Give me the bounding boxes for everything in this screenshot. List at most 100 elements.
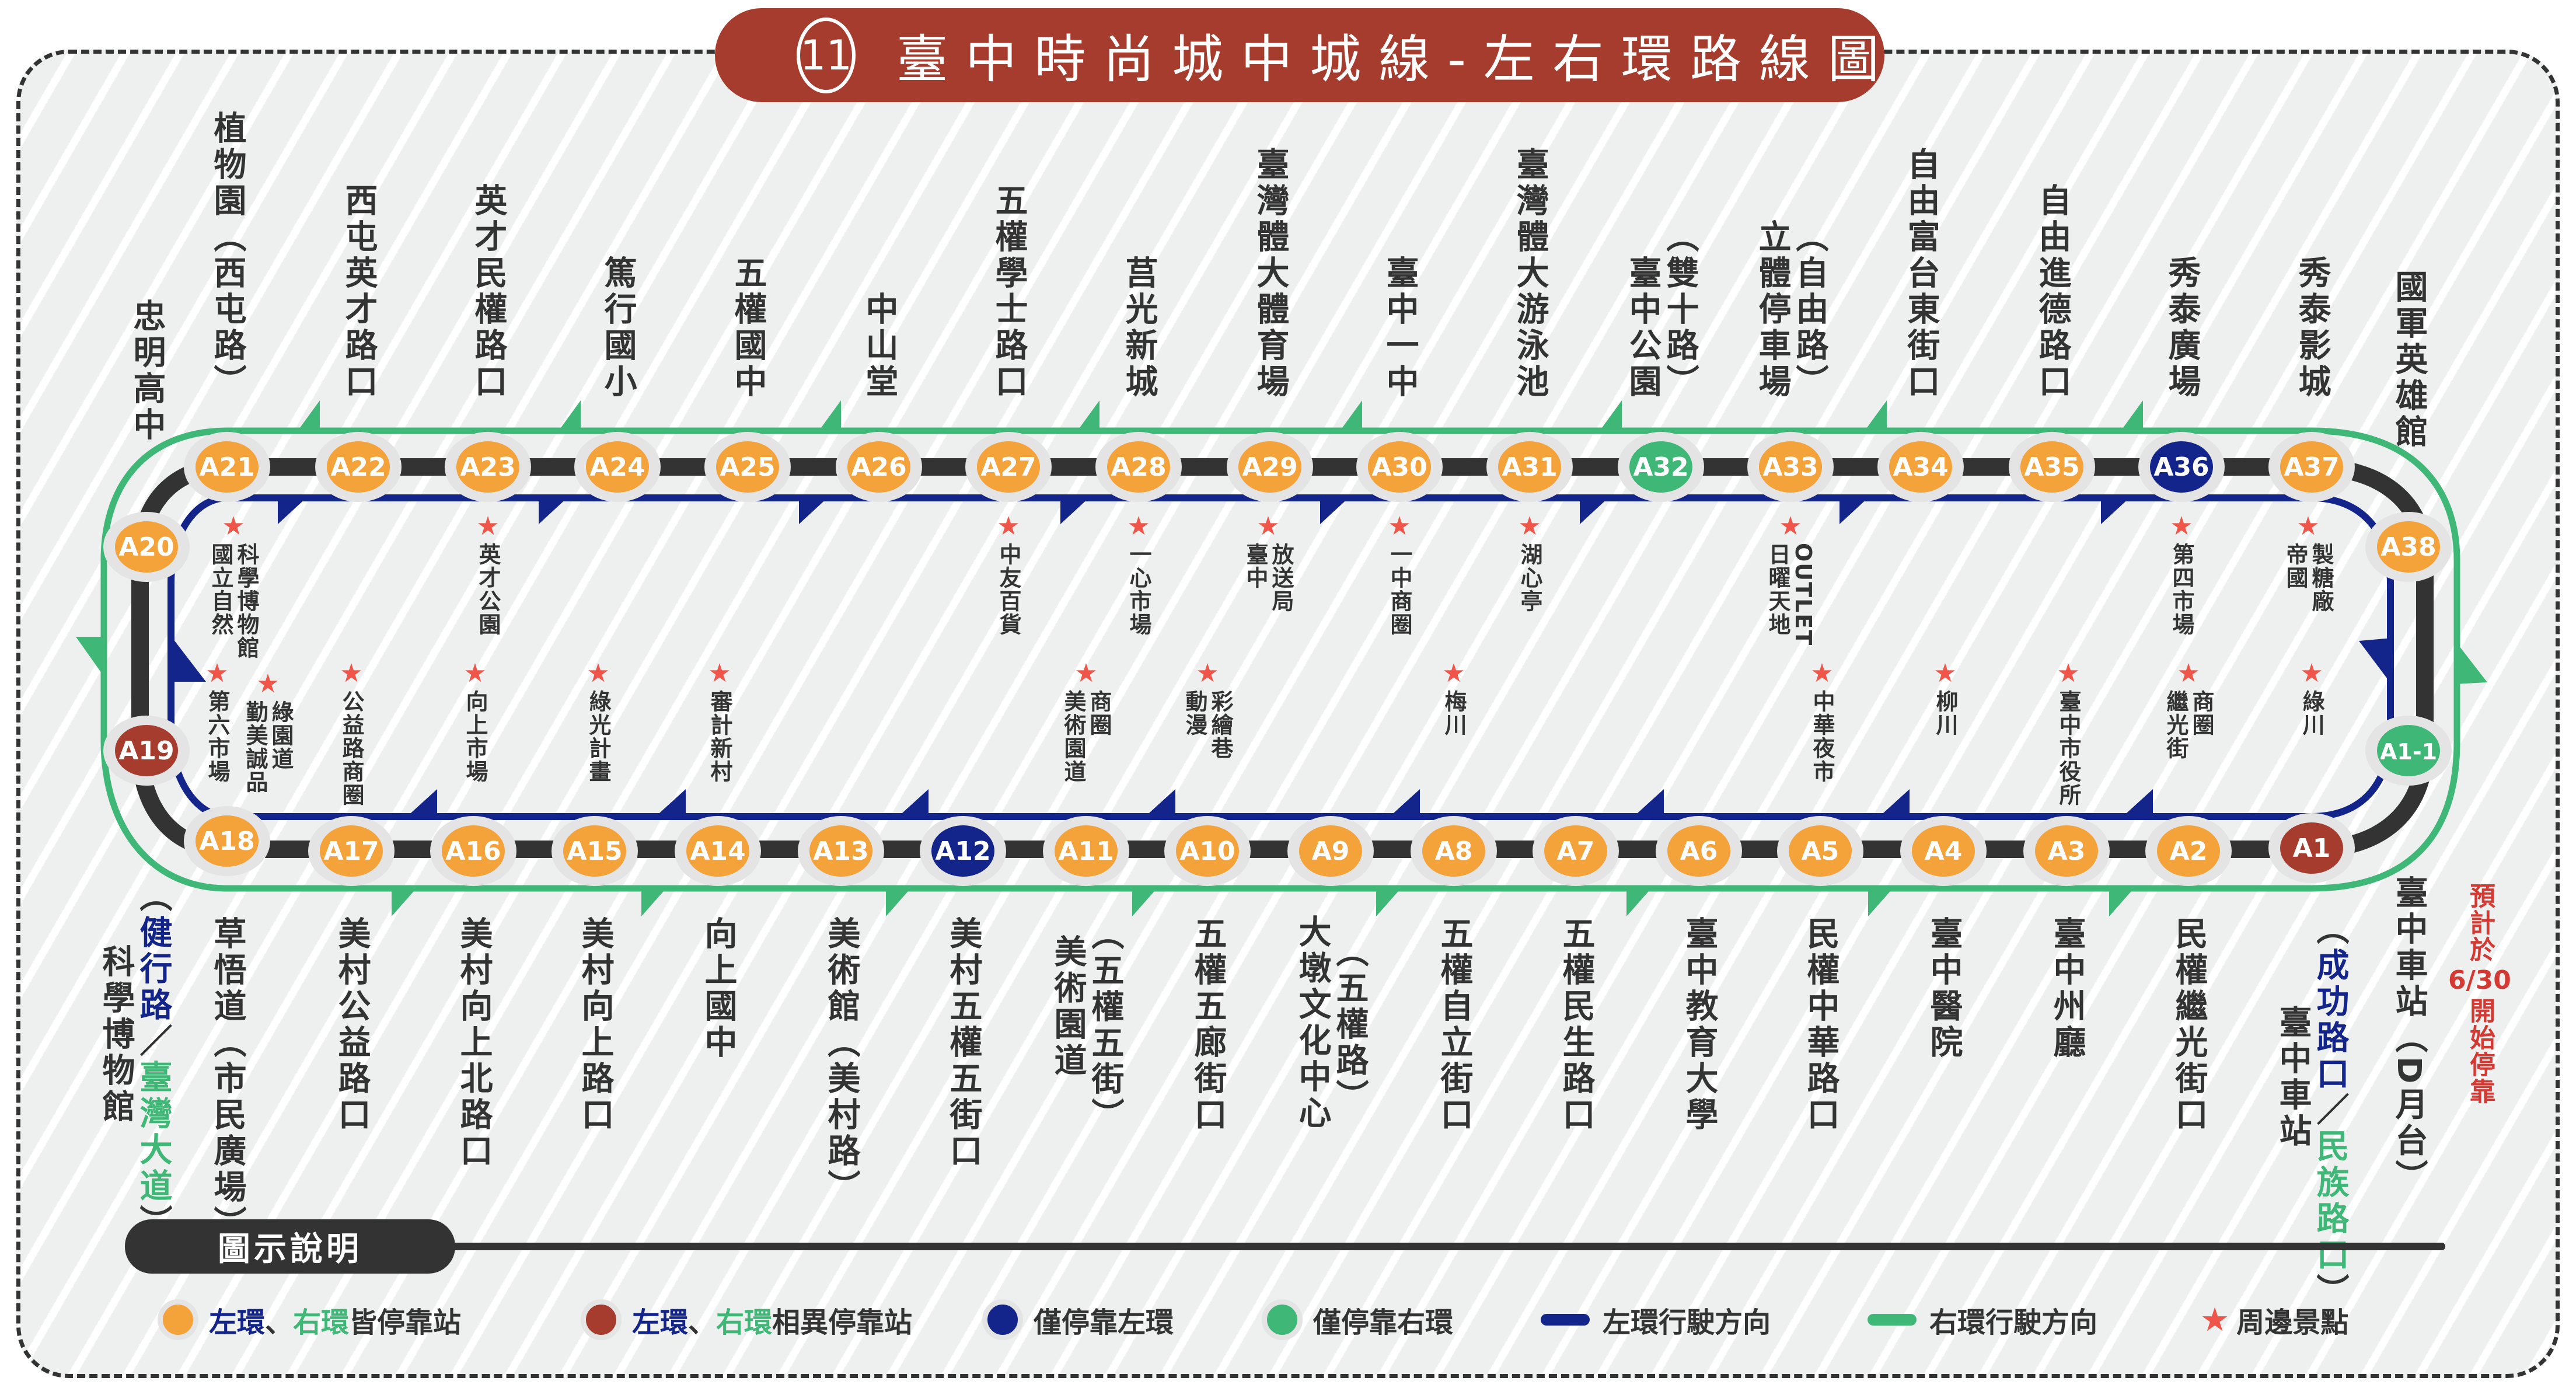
station-marker-both [686, 825, 749, 877]
legend-item-diff: 左環、右環相異停靠站 [581, 1299, 912, 1340]
station-code: A7 [1557, 836, 1595, 866]
station-marker-both [196, 815, 259, 867]
station-A23[interactable]: A23 [445, 432, 531, 502]
station-A18[interactable]: A18 [184, 806, 270, 876]
station-marker-both [1055, 825, 1118, 877]
station-A20[interactable]: A20 [103, 512, 190, 582]
station-A3[interactable]: A3 [2023, 816, 2110, 886]
station-name-text: 英才民權路口 [469, 183, 507, 400]
station-A37[interactable]: A37 [2268, 432, 2355, 502]
route-number-badge: 11 [797, 17, 856, 93]
landmark-name: 第六市場 [204, 690, 230, 783]
station-code: A12 [935, 836, 990, 866]
station-A31[interactable]: A31 [1486, 432, 1573, 502]
station-A7[interactable]: A7 [1533, 816, 1619, 886]
station-A1[interactable]: A1 [2268, 813, 2355, 883]
station-label-A32: 臺中公園（雙十路） [1624, 219, 1699, 400]
station-name-column: 臺中一中 [1381, 256, 1419, 400]
landmark-name-column: 英才公園 [474, 543, 501, 636]
station-A26[interactable]: A26 [836, 432, 922, 502]
landmark-name-column: 商圈 [1086, 690, 1112, 737]
right-loop-direction-arrow-icon [1863, 400, 1887, 433]
station-A8[interactable]: A8 [1411, 816, 1497, 886]
station-A6[interactable]: A6 [1656, 816, 1742, 886]
station-A5[interactable]: A5 [1777, 816, 1863, 886]
station-A22[interactable]: A22 [315, 432, 402, 502]
station-A38[interactable]: A38 [2365, 512, 2452, 582]
station-A4[interactable]: A4 [1900, 816, 1987, 886]
station-code: A30 [1371, 452, 1427, 482]
station-A19[interactable]: A19 [103, 716, 190, 786]
station-A10[interactable]: A10 [1164, 816, 1251, 886]
station-A24[interactable]: A24 [574, 432, 661, 502]
left-loop-stop-name: 成功路口 [2311, 948, 2349, 1093]
station-A14[interactable]: A14 [675, 816, 761, 886]
station-marker-both [2280, 441, 2343, 493]
station-A33[interactable]: A33 [1747, 432, 1834, 502]
station-A2[interactable]: A2 [2145, 816, 2232, 886]
station-A16[interactable]: A16 [430, 816, 516, 886]
station-A32[interactable]: A32 [1618, 432, 1704, 502]
station-code: A22 [330, 452, 386, 482]
station-A27[interactable]: A27 [965, 432, 1052, 502]
station-A25[interactable]: A25 [704, 432, 791, 502]
landmark-name-column: 臺中 [1242, 543, 1268, 590]
landmark-name: 審計新村 [707, 690, 732, 783]
station-label-A15: 美村向上路口 [576, 916, 614, 1134]
station-A36[interactable]: A36 [2138, 432, 2225, 502]
legend-sep: 、 [688, 1306, 717, 1339]
right-loop-direction-arrow-icon [818, 400, 841, 433]
landmark-name: 臺中市役所 [2055, 690, 2081, 807]
station-label-A10: 五權五廊街口 [1189, 916, 1227, 1134]
landmark-name-column: 一中商圈 [1386, 543, 1412, 636]
station-A29[interactable]: A29 [1227, 432, 1313, 502]
left-loop-direction-arrow-icon [2101, 496, 2131, 524]
right-loop-direction-arrow-icon [1598, 400, 1622, 433]
landmark: ★中友百貨 [996, 514, 1021, 637]
left-loop-direction-arrow-icon [1060, 496, 1091, 524]
station-A28[interactable]: A28 [1095, 432, 1182, 502]
right-loop-direction-arrow-icon [2109, 887, 2135, 916]
station-A34[interactable]: A34 [1877, 432, 1964, 502]
station-A15[interactable]: A15 [551, 816, 638, 886]
station-A17[interactable]: A17 [308, 816, 395, 886]
station-label-A37: 秀泰影城 [2293, 256, 2331, 400]
legend-right-text: 右環 [716, 1306, 773, 1339]
landmark: ★梅川 [1441, 661, 1467, 737]
landmark-name-column: 綠川 [2298, 690, 2324, 737]
star-icon: ★ [1388, 511, 1411, 541]
station-name-column: 美村向上北路口 [455, 916, 493, 1170]
station-name-text: 自由進德路口 [2033, 183, 2071, 400]
station-name-text: 五權國中 [729, 256, 767, 400]
station-A12[interactable]: A12 [920, 816, 1006, 886]
station-code: A28 [1111, 452, 1166, 482]
station-A9[interactable]: A9 [1287, 816, 1374, 886]
station-name-column: 美術園道 [1049, 934, 1087, 1079]
note-text: 開始停靠 [2465, 998, 2495, 1105]
star-icon: ★ [2296, 511, 2320, 541]
station-A35[interactable]: A35 [2009, 432, 2095, 502]
station-A11[interactable]: A11 [1043, 816, 1129, 886]
landmark-name-column: 日曜天地 [1765, 543, 1790, 636]
station-A1-1[interactable]: A1-1 [2365, 716, 2452, 786]
station-A30[interactable]: A30 [1356, 432, 1443, 502]
station-name-column: （自由路） [1790, 219, 1828, 400]
station-A21[interactable]: A21 [184, 432, 270, 502]
star-icon: ★ [2300, 658, 2323, 688]
landmark: ★審計新村 [707, 658, 732, 784]
station-marker-both [1789, 825, 1852, 877]
green-line-icon [1868, 1314, 1917, 1326]
station-name-column: 自由富台東街口 [1902, 147, 1940, 400]
landmark-name: 帝國製糖廠 [2282, 543, 2334, 613]
right-loop-direction-arrow-icon [296, 400, 320, 433]
station-name-column: 民權繼光街口 [2170, 916, 2208, 1134]
landmark: ★湖心亭 [1517, 514, 1542, 613]
station-name-text: 臺中州廳 [2048, 916, 2086, 1061]
legend-text: 周邊景點 [2236, 1306, 2349, 1339]
star-icon: ★ [708, 658, 731, 688]
station-code: A4 [1925, 836, 1963, 866]
station-A13[interactable]: A13 [798, 816, 884, 886]
station-name-text: 西屯英才路口 [340, 183, 378, 400]
right-loop-direction-arrow-icon [641, 887, 668, 916]
legend-text: 右環行駛方向 [1929, 1306, 2098, 1339]
